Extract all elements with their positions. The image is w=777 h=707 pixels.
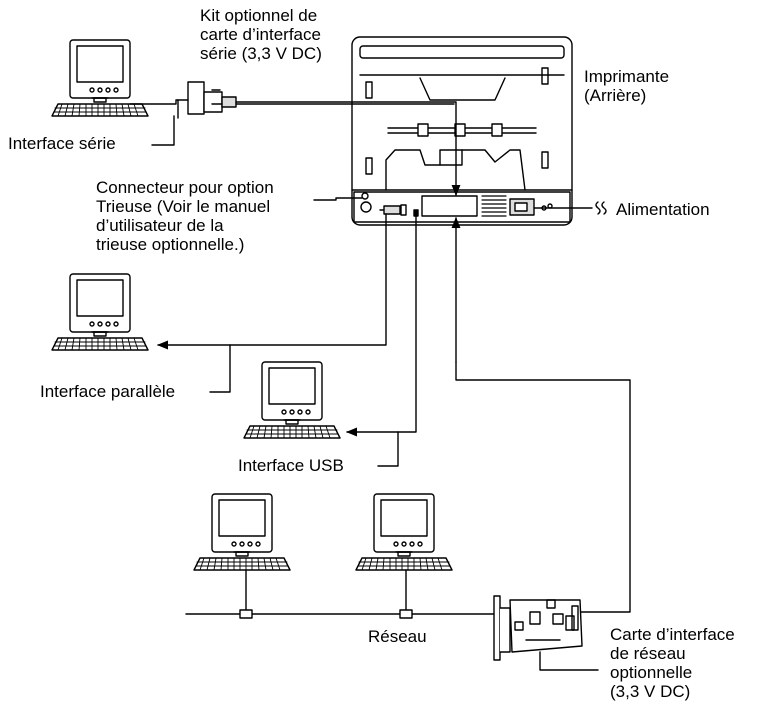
computer-network-1 [193, 493, 291, 571]
computer-parallel [51, 273, 149, 351]
serial-interface-label: Interface série [8, 134, 116, 153]
sorter-connector-label: Connecteur pour option Trieuse (Voir le … [96, 178, 274, 254]
network-interface-card [493, 595, 583, 661]
computer-usb [243, 361, 341, 439]
usb-interface-label: Interface USB [238, 456, 344, 475]
serial-interface-kit [187, 81, 237, 115]
parallel-interface-label: Interface parallèle [40, 382, 176, 401]
network-card-label: Carte d’interface de réseau optionnelle … [610, 625, 735, 701]
computer-network-2 [355, 493, 453, 571]
network-label: Réseau [368, 627, 427, 646]
printer-label: Imprimante (Arrière) [584, 67, 670, 105]
power-label: Alimentation [616, 200, 710, 219]
printer-rear [351, 36, 573, 226]
serial-kit-label: Kit optionnel de carte d’interface série… [200, 6, 322, 63]
